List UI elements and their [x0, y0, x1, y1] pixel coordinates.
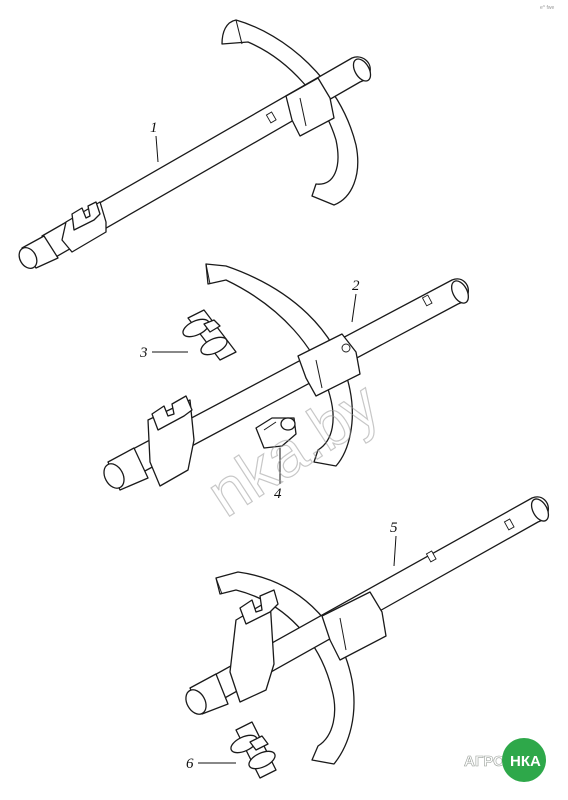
logo-left-text: АГРО: [464, 753, 505, 770]
fork-5-collar: [321, 591, 387, 661]
label-1: 1: [150, 120, 158, 136]
brand-logo: АГРО НКА: [464, 738, 546, 782]
interlock-pin-3: [182, 309, 237, 361]
fork-1-collar: [285, 77, 335, 137]
corner-mark: e^ fwe: [540, 5, 555, 11]
label-4: 4: [274, 486, 282, 502]
label-6: 6: [186, 756, 194, 772]
callout-4: 4: [274, 448, 282, 502]
logo-badge: [502, 738, 546, 782]
callout-5: 5: [390, 520, 398, 567]
shift-rod-1-assembly: [18, 19, 372, 269]
interlock-pin-6: [230, 721, 277, 779]
shift-rod-2-assembly: [103, 263, 470, 491]
callout-3: 3: [139, 345, 188, 361]
label-2: 2: [352, 278, 360, 294]
label-5: 5: [390, 520, 398, 536]
logo-badge-text: НКА: [510, 753, 541, 770]
callout-1: 1: [150, 120, 159, 163]
callout-6: 6: [186, 756, 236, 772]
shift-rod-5-assembly: [185, 496, 550, 765]
rod-1-end-block: [61, 201, 107, 253]
callout-2: 2: [351, 278, 360, 323]
lock-head-4: [255, 417, 297, 449]
label-3: 3: [139, 345, 148, 361]
